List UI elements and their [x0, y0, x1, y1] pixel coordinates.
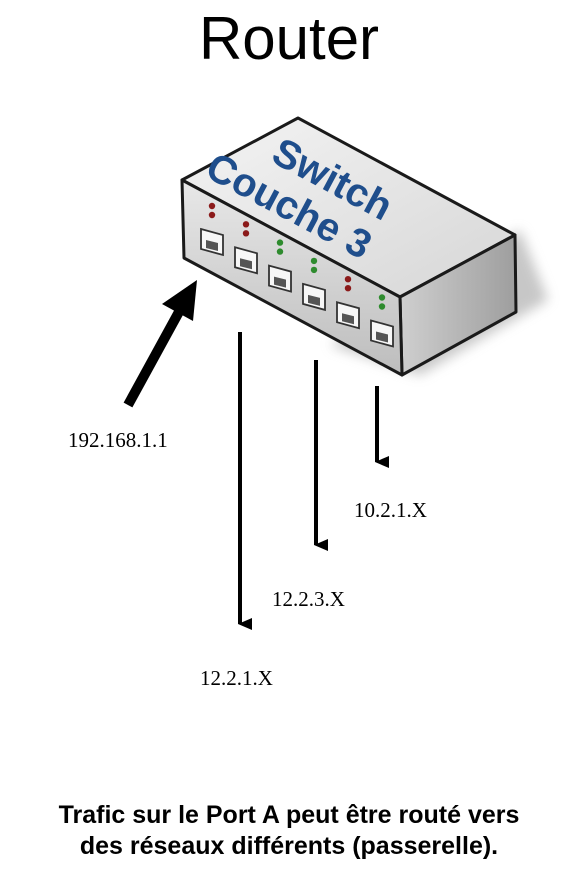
port-status-led	[378, 294, 386, 301]
ethernet-port-icon	[336, 276, 360, 330]
rj45-slot	[376, 331, 388, 343]
port-status-led	[208, 202, 216, 210]
rj45-slot	[206, 240, 218, 251]
port-status-led	[310, 257, 318, 265]
incoming-traffic-arrow	[123, 280, 197, 408]
port-status-led	[344, 285, 352, 292]
switch-front-face	[180, 178, 404, 377]
network-label-12-2-1: 12.2.1.X	[200, 666, 273, 690]
port-status-led	[344, 276, 352, 283]
port-status-led	[310, 266, 318, 274]
ethernet-port-icon	[302, 257, 326, 312]
ethernet-port-icon	[268, 239, 292, 293]
port-status-led	[242, 230, 250, 237]
rj45-slot	[274, 276, 286, 288]
diagram-title: Router	[198, 5, 380, 72]
port-status-led	[242, 221, 250, 228]
ethernet-port-icon	[370, 294, 394, 348]
network-label-12-2-3: 12.2.3.X	[272, 587, 345, 611]
rj45-slot	[240, 258, 252, 270]
rj45-slot	[342, 313, 354, 325]
rj45-slot	[308, 294, 320, 306]
network-label-10-2-1: 10.2.1.X	[354, 498, 427, 522]
ethernet-port-icon	[234, 221, 258, 275]
port-status-led	[276, 239, 284, 246]
port-status-led	[276, 248, 284, 255]
port-status-led	[208, 211, 216, 219]
incoming-ip-label: 192.168.1.1	[68, 428, 168, 452]
layer3-switch-icon: Switch Couche 3	[180, 116, 518, 377]
switch-ports	[200, 202, 394, 348]
diagram-caption: Trafic sur le Port A peut être routé ver…	[0, 800, 578, 862]
ethernet-port-icon	[200, 202, 224, 257]
caption-line-1: Trafic sur le Port A peut être routé ver…	[58, 801, 520, 829]
port-status-led	[378, 303, 386, 310]
caption-line-2: des réseaux différents (passerelle).	[79, 832, 499, 860]
